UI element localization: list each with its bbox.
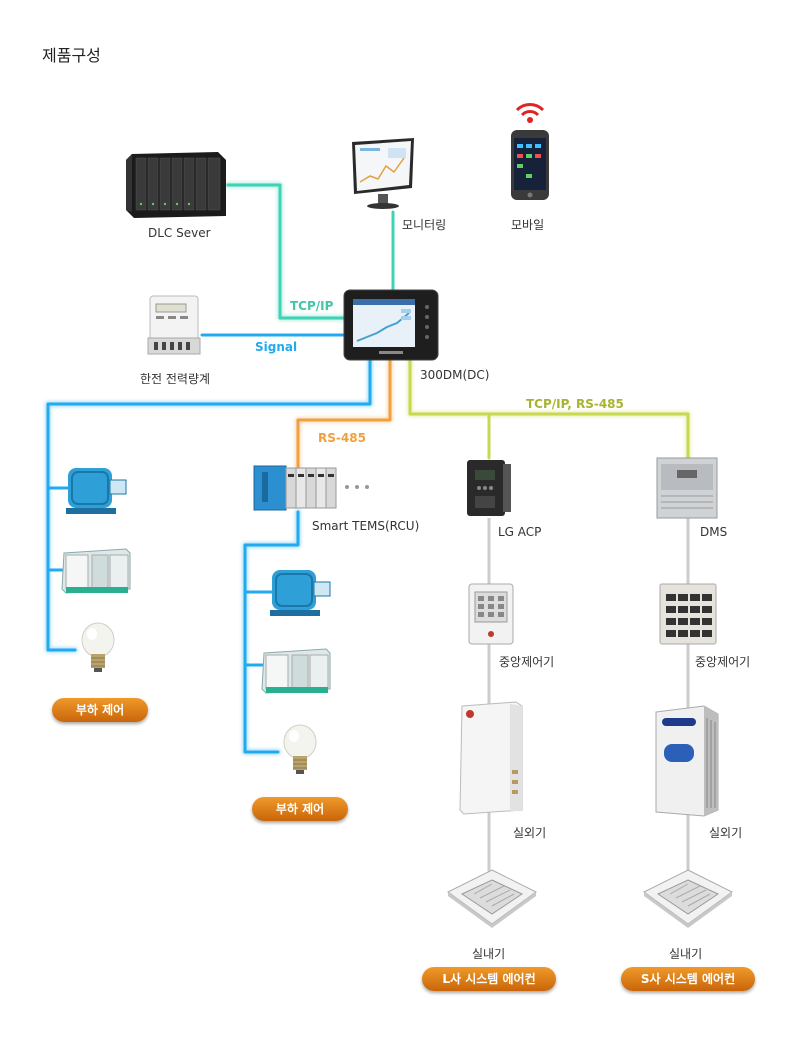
monitor-icon [352,138,414,209]
dms-device-icon [656,457,718,519]
tcpip-rs485-label: TCP/IP, RS-485 [526,397,624,411]
power-meter-label: 한전 전력량계 [140,372,211,386]
central-controller-label-right: 중앙제어기 [695,655,751,669]
indoor-cassette-icon [643,869,733,928]
light-bulb-icon [283,724,317,774]
central-controller-label-left: 중앙제어기 [499,655,555,669]
monitoring-label: 모니터링 [402,218,447,232]
rs485-label: RS-485 [318,431,366,445]
indoor-unit-label-right: 실내기 [669,947,703,961]
power-meter-icon [147,295,201,355]
rs485-line [295,357,393,473]
rcu-module-icon [253,465,337,511]
s-system-badge: S사 시스템 에어컨 [621,967,755,991]
light-bulb-icon [81,622,115,672]
ac-chain-lines [487,518,690,880]
outdoor-unit-lg-icon [459,701,523,815]
server-rack-icon [126,152,226,218]
more-dots-icon [345,485,369,489]
signal-label: Signal [255,340,298,354]
indoor-cassette-icon [447,869,537,928]
motor-icon [66,468,127,514]
smart-tems-label: Smart TEMS(RCU) [312,519,420,533]
ahu-unit-icon [61,548,131,594]
controller-label: 300DM(DC) [420,368,490,382]
mobile-label: 모바일 [511,218,545,232]
lg-acp-label: LG ACP [498,525,542,539]
mobile-icon [511,103,549,200]
indoor-unit-label-left: 실내기 [472,947,506,961]
page-title: 제품구성 [42,46,101,65]
central-controller-lg-icon [468,583,514,645]
tcpip-line [225,182,396,321]
outdoor-unit-label-right: 실외기 [709,826,743,840]
signal-line [45,332,373,755]
outdoor-unit-label-left: 실외기 [513,826,547,840]
load-control-badge-1: 부하 제어 [52,698,148,722]
central-controller-s-icon [659,583,717,645]
lg-acp-device-icon [467,460,511,516]
lg-system-badge: L사 시스템 에어컨 [422,967,556,991]
ahu-unit-icon [261,648,331,694]
outdoor-unit-samsung-icon [655,705,719,817]
load-control-badge-2: 부하 제어 [252,797,348,821]
tcpip-label: TCP/IP [290,299,334,313]
motor-icon [270,570,331,616]
dms-label: DMS [700,525,728,539]
controller-device-icon [343,289,439,361]
tcpip-rs485-line [407,357,691,461]
dlc-server-label: DLC Sever [148,226,211,240]
